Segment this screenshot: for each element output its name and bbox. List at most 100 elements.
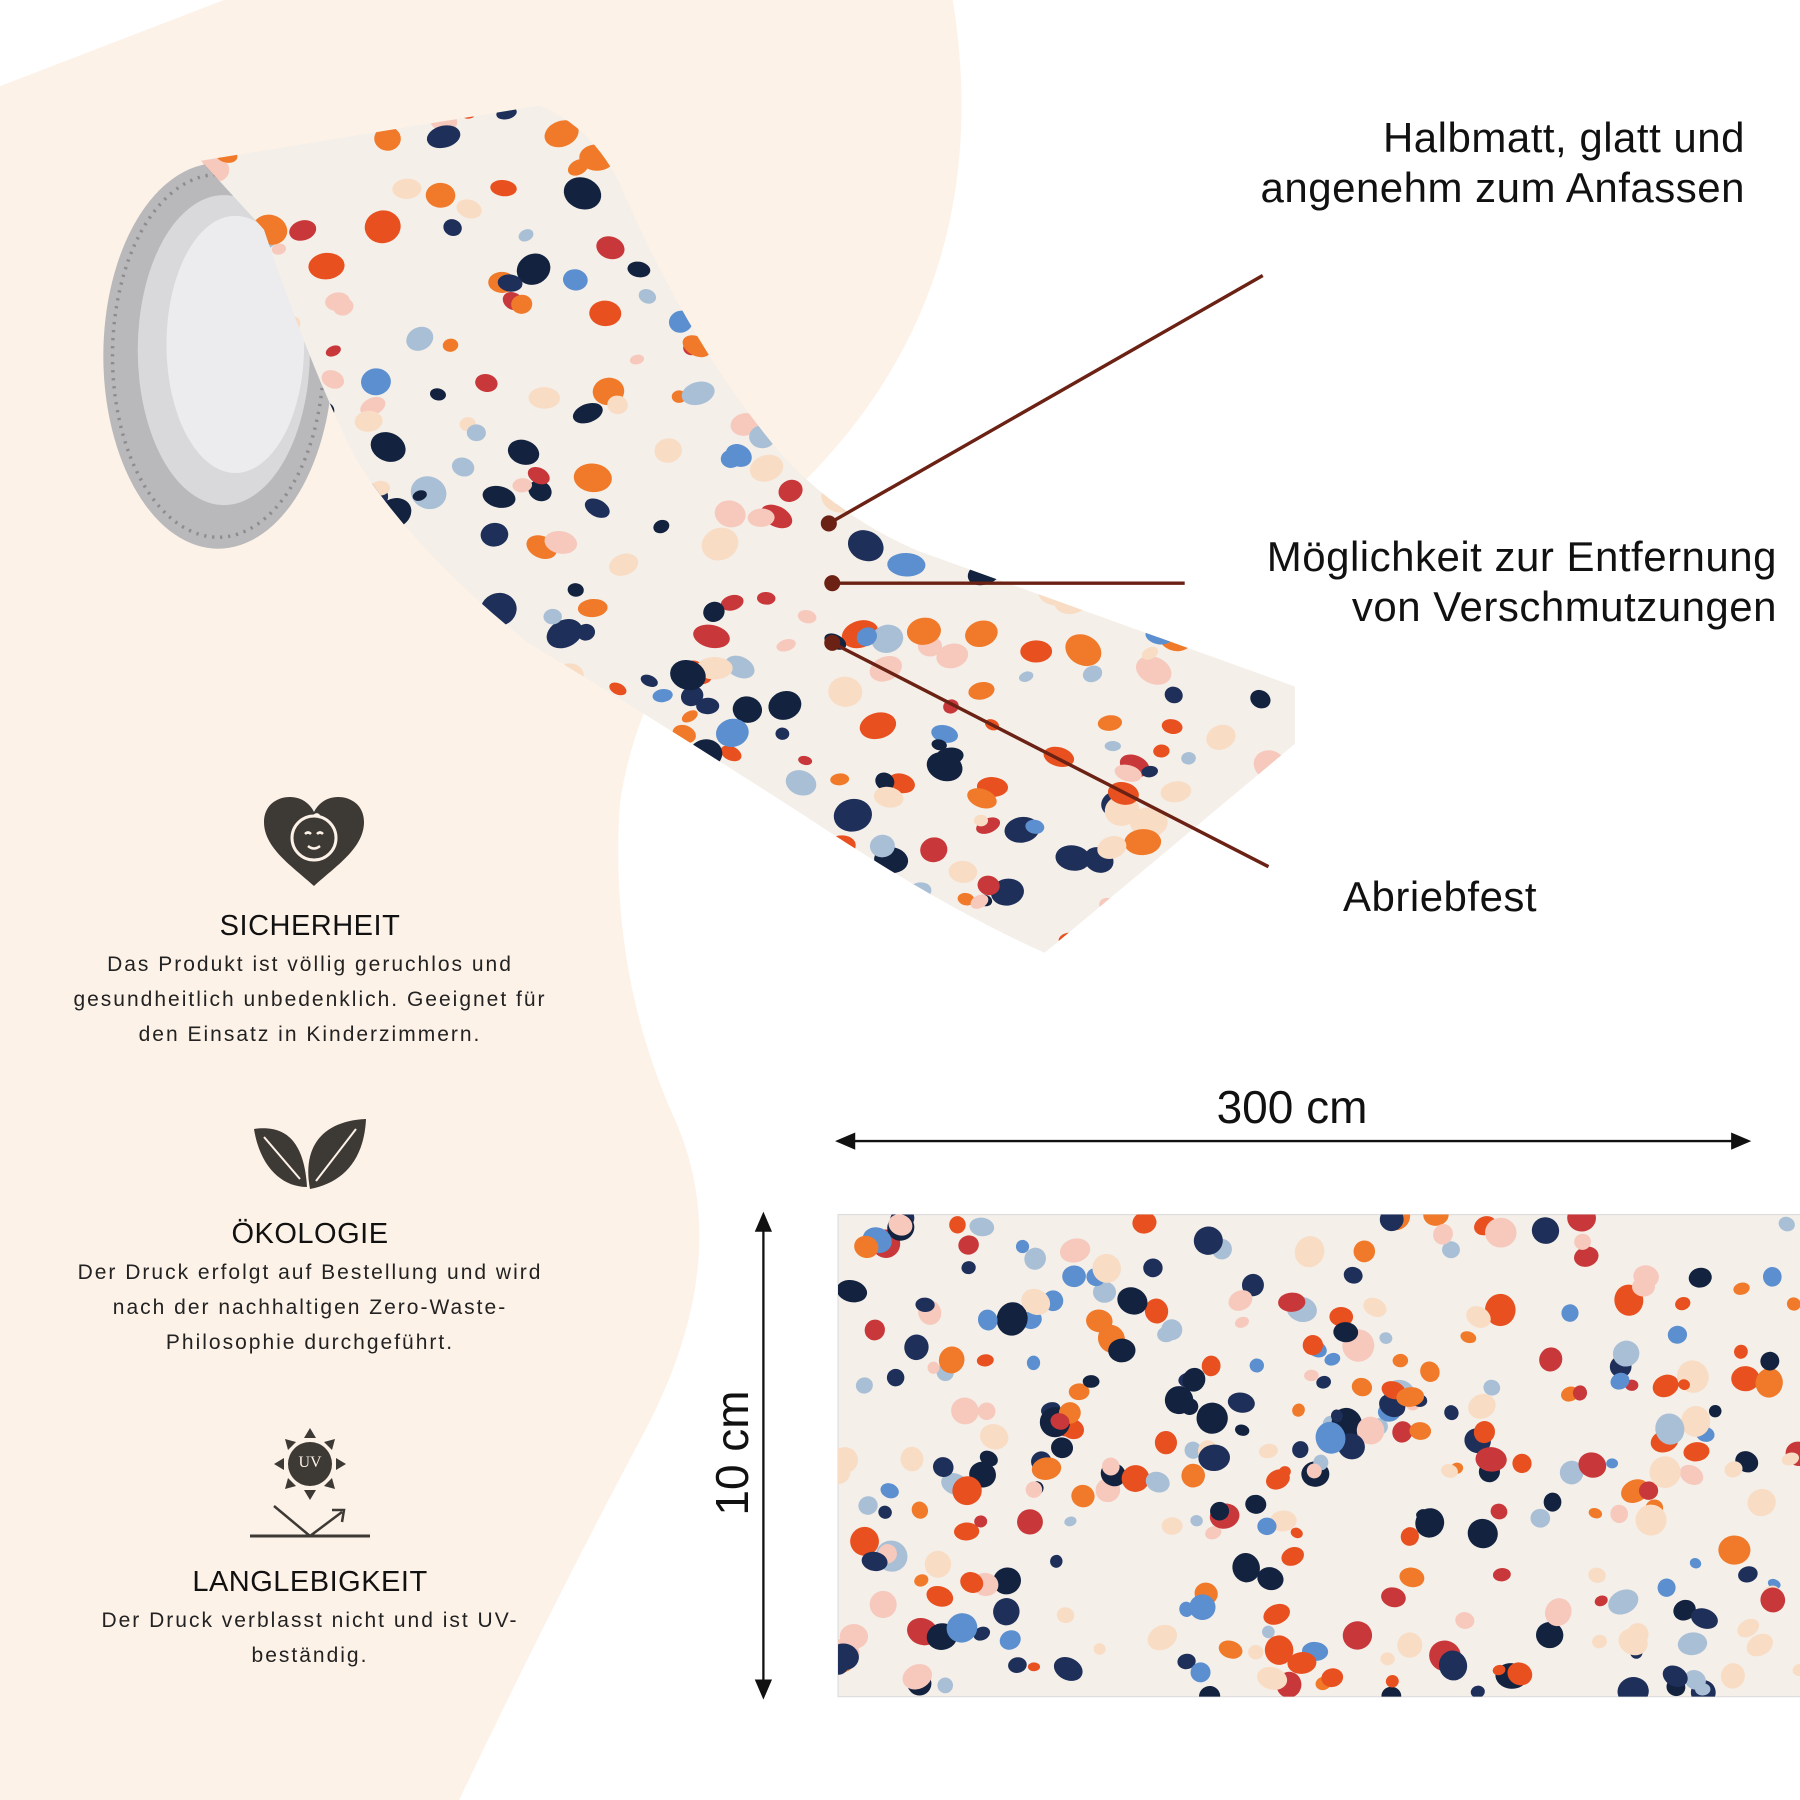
confetti-dot [629, 354, 645, 365]
confetti-dot [1210, 1501, 1230, 1521]
confetti-dot [1056, 121, 1077, 137]
confetti-dot [714, 500, 746, 528]
confetti-dot [1400, 1527, 1419, 1546]
confetti-dot [823, 865, 857, 894]
confetti-dot [1181, 752, 1196, 765]
confetti-dot [1031, 1457, 1062, 1480]
confetti-dot [1467, 1518, 1498, 1549]
confetti-dot [1724, 1461, 1743, 1478]
confetti-dot [958, 1235, 979, 1255]
confetti-dot [1278, 1292, 1306, 1312]
width-label: 300 cm [1216, 1081, 1368, 1133]
confetti-dot [573, 463, 612, 493]
confetti-dot [1064, 1516, 1077, 1527]
confetti-dot [1415, 1508, 1445, 1538]
callout-cleanable: Möglichkeit zur Entfernung von Verschmut… [1266, 533, 1777, 630]
confetti-dot [1227, 1392, 1255, 1413]
confetti-dot [567, 583, 584, 597]
confetti-dot [1119, 555, 1155, 589]
confetti-dot [970, 894, 989, 909]
confetti-dot [1657, 1578, 1676, 1597]
confetti-dot [1655, 1413, 1685, 1445]
confetti-dot [1483, 1379, 1501, 1396]
confetti-dot [1155, 394, 1192, 418]
confetti-dot [1333, 1322, 1359, 1343]
confetti-dot [1242, 468, 1259, 484]
confetti-dot [952, 1476, 982, 1506]
confetti-dot [1649, 1456, 1681, 1488]
confetti-dot [871, 624, 904, 653]
confetti-dot [1578, 1452, 1607, 1478]
confetti-dot [979, 1450, 998, 1467]
confetti-dot [1199, 1685, 1221, 1697]
confetti-dot [1205, 1526, 1222, 1540]
feature-longevity: LANGLEBIGKEIT Der Druck verblasst nicht … [101, 1566, 519, 1667]
confetti-dot [946, 1613, 978, 1643]
confetti-dot [1673, 1599, 1696, 1621]
confetti-dot [1574, 1246, 1599, 1267]
confetti-dot [1263, 1603, 1290, 1625]
confetti-dot [1473, 1420, 1495, 1444]
confetti-dot [1050, 1554, 1063, 1568]
confetti-dot [1760, 1351, 1780, 1371]
confetti-dot [935, 747, 964, 766]
confetti-dot [1778, 1216, 1795, 1232]
feature-ecology: ÖKOLOGIE Der Druck erfolgt auf Bestellun… [77, 1218, 543, 1354]
confetti-dot [572, 402, 603, 424]
confetti-dot [1632, 1276, 1656, 1297]
confetti-dot [1689, 1558, 1702, 1569]
confetti-dot [1290, 1527, 1303, 1539]
confetti-dot [900, 1446, 924, 1472]
confetti-dot [1258, 376, 1283, 396]
confetti-dot [1143, 1258, 1163, 1278]
confetti-dot [1124, 829, 1162, 856]
confetti-dot [901, 419, 923, 438]
confetti-dot [1250, 689, 1271, 709]
confetti-dot [1180, 937, 1216, 953]
confetti-dot [1572, 1385, 1588, 1401]
confetti-dot [776, 639, 796, 652]
confetti-dot [1092, 1281, 1117, 1303]
confetti-dot [968, 681, 995, 700]
confetti-dot [1316, 1375, 1331, 1389]
confetti-dot [1420, 1361, 1440, 1382]
confetti-dot [361, 368, 391, 396]
confetti-dot [1151, 523, 1188, 551]
confetti-dot [914, 1574, 929, 1587]
confetti-dot [354, 410, 383, 432]
confetti-dot [1176, 615, 1191, 628]
confetti-dot [1141, 401, 1168, 423]
confetti-dot [880, 1483, 899, 1499]
confetti-dot [475, 374, 498, 392]
confetti-dot [1351, 1377, 1373, 1397]
confetti-dot [1559, 1460, 1584, 1485]
confetti-dot [1287, 1652, 1317, 1674]
confetti-dot [847, 530, 884, 562]
confetti-dot [1617, 1676, 1649, 1697]
confetti-dot [1442, 1241, 1460, 1259]
confetti-dot [696, 697, 720, 715]
confetti-dot [1201, 1355, 1221, 1377]
leader-dots [820, 515, 841, 651]
confetti-dot [609, 682, 627, 696]
confetti-dot [1236, 862, 1258, 876]
confetti-dot [937, 1677, 954, 1694]
confetti-dot [1438, 1650, 1468, 1681]
confetti-dot [1379, 1214, 1404, 1232]
confetti-dot [1189, 1594, 1216, 1621]
confetti-dot [1133, 268, 1166, 297]
confetti-dot [562, 269, 588, 291]
confetti-dot [1441, 1464, 1458, 1478]
confetti-dot [768, 691, 802, 720]
confetti-dot [1455, 1612, 1475, 1629]
confetti-dot [838, 1447, 858, 1473]
confetti-dot [1177, 885, 1215, 919]
confetti-dot [643, 932, 666, 952]
confetti-dot [720, 594, 744, 611]
confetti-dot [1126, 107, 1148, 123]
confetti-dot [1104, 740, 1121, 752]
confetti-dot [1132, 1214, 1157, 1234]
confetti-dot [1241, 1273, 1264, 1297]
confetti-dot [1021, 1288, 1051, 1316]
confetti-dot [1762, 1266, 1782, 1287]
